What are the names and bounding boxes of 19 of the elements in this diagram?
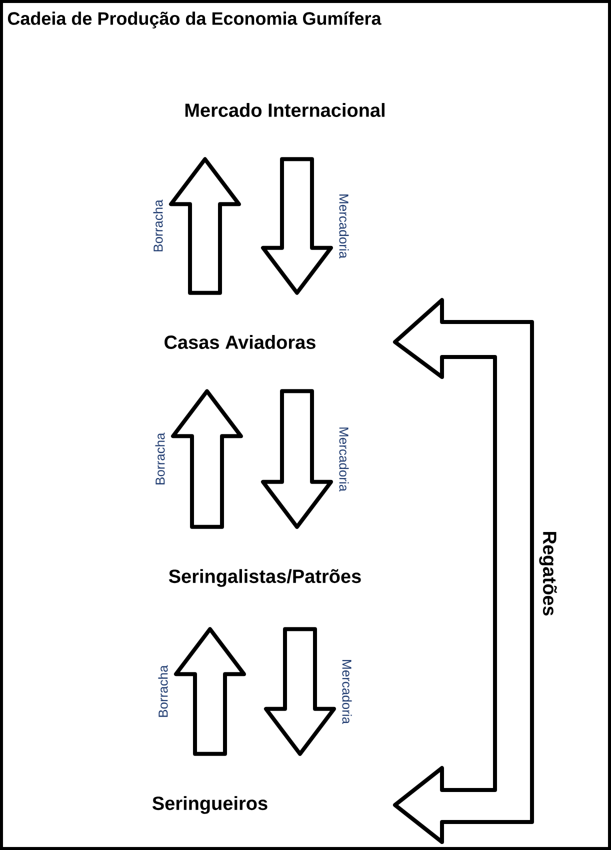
stage-label: Seringueiros [152, 796, 268, 814]
edge-label: Mercadoria [339, 428, 349, 492]
block-arrow [261, 389, 333, 529]
block-arrow [264, 627, 336, 756]
block-arrow [393, 298, 534, 844]
block-arrow [261, 157, 333, 295]
stage-label: Mercado Internacional [185, 103, 384, 117]
stage-label: Casas Aviadoras [164, 335, 316, 349]
stage-label: Seringalistas/Patrões [168, 569, 361, 587]
block-arrow [171, 389, 243, 529]
edge-label: Mercadoria [342, 660, 352, 724]
edge-label: Borracha [158, 665, 168, 717]
edge-label: Regatões [539, 532, 557, 616]
edge-label: Borracha [153, 200, 163, 252]
block-arrow [174, 627, 246, 756]
edge-label: Borracha [155, 432, 165, 484]
block-arrow [169, 157, 241, 295]
title: Cadeia de Produção da Economia Gumífera [8, 12, 382, 28]
edge-label: Mercadoria [339, 194, 349, 258]
